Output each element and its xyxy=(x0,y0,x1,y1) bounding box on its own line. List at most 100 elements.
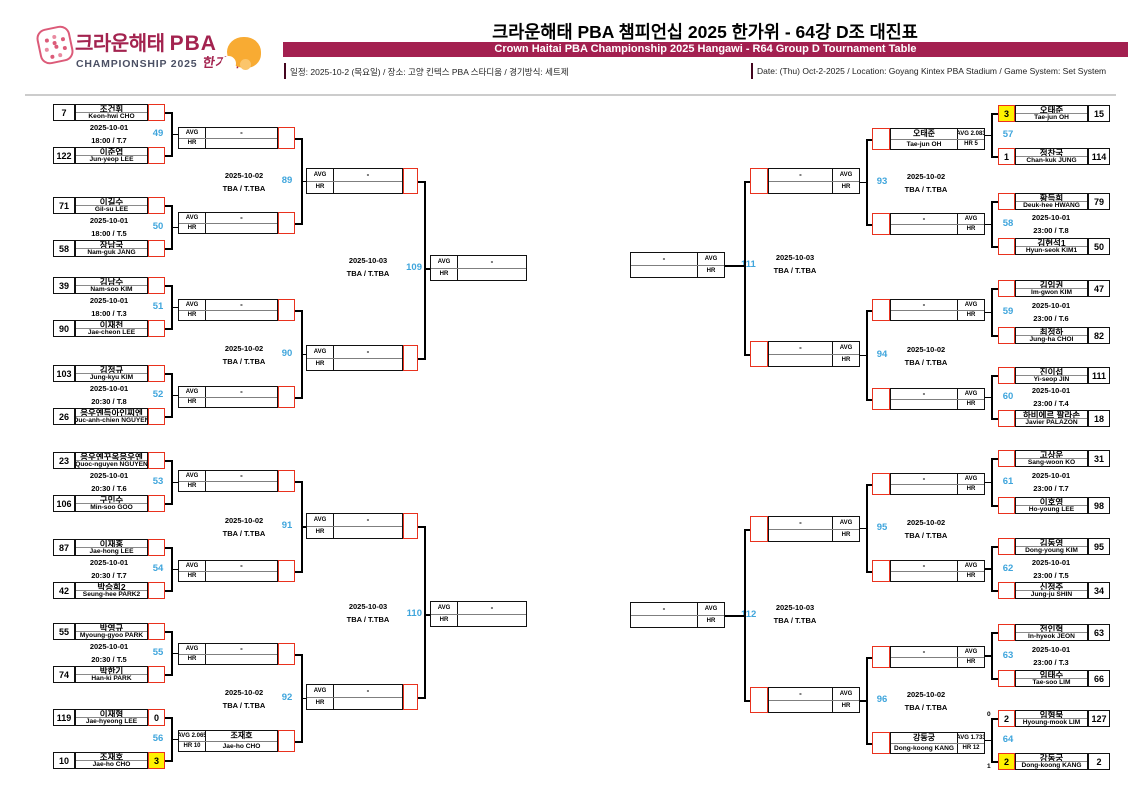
match-61-p1-seed: 31 xyxy=(1088,450,1110,467)
connector-line xyxy=(991,546,993,592)
match-54-p2-name-kr: 박승희2 xyxy=(76,583,147,592)
moon-graphic xyxy=(221,37,261,71)
match-51-p1-score-box xyxy=(148,277,165,294)
connector-line xyxy=(165,205,171,207)
match-95-slot2-l1-label: AVG xyxy=(957,561,984,571)
match-64-p1-name-kr: 임형묵 xyxy=(1016,711,1087,720)
match-109-slot2-v1: - xyxy=(366,347,370,357)
match-92-slot1-row: AVG- xyxy=(179,644,277,655)
match-112-slot1-v1: - xyxy=(799,518,802,528)
connector-line xyxy=(985,655,991,657)
match-110-slot1-v2 xyxy=(334,527,402,539)
match-62-p1-name-en: Dong-young KIM xyxy=(1025,547,1078,554)
match-50-p2-name-en: Nam-guk JANG xyxy=(87,249,136,256)
match-110-slot2-v2 xyxy=(334,698,402,710)
match-92-slot1-v1: - xyxy=(240,644,243,654)
match-93-slot2-row: HR xyxy=(891,224,984,234)
match-54-time: 20:30 / T.7 xyxy=(91,571,127,580)
match-90-slot2-v1: - xyxy=(240,387,243,397)
match-50-time: 18:00 / T.5 xyxy=(91,229,127,238)
match-58-p1-score-box xyxy=(998,193,1015,210)
match-89-slot1-score-box xyxy=(278,127,295,149)
connector-line xyxy=(171,285,173,330)
connector-line xyxy=(295,138,301,140)
connector-line xyxy=(985,481,991,483)
match-92-slot2-l2-label: HR 10 xyxy=(179,741,206,751)
connector-line xyxy=(171,460,173,505)
match-50-date: 2025-10-01 xyxy=(89,216,129,225)
match-96-slot1-row: -AVG xyxy=(891,647,984,658)
match-55-time: 20:30 / T.5 xyxy=(91,655,127,664)
connector-line xyxy=(991,718,993,763)
match-111-result-v1: - xyxy=(662,254,666,264)
match-64-p2-score-box: 2 xyxy=(998,753,1015,770)
match-90-slot1-v2 xyxy=(206,311,277,321)
match-109-slot2-row: HR xyxy=(307,358,402,370)
match-59-p2-name-en: Jung-ha CHOI xyxy=(1029,336,1074,343)
match-62-p1-seed: 95 xyxy=(1088,538,1110,555)
match-90-slot2-l1-label: AVG xyxy=(179,387,206,397)
connector-line xyxy=(866,657,872,659)
match-50-p2-score-box xyxy=(148,240,165,257)
match-63-p1-score-box xyxy=(998,624,1015,641)
match-90-slot1-row: AVG- xyxy=(179,300,277,311)
match-62-p2-score-box xyxy=(998,582,1015,599)
match-52-p2-name-en: Duc-anh-chien NGUYEN xyxy=(76,417,147,424)
connector-line xyxy=(992,246,998,248)
connector-line xyxy=(866,139,868,226)
match-50-p1-score-box xyxy=(148,197,165,214)
connector-line xyxy=(992,375,998,377)
match-61-p1-name-en: Sang-woon KO xyxy=(1027,459,1076,466)
match-111-date: 2025-10-03 xyxy=(775,253,815,262)
match-89-slot1-l1-label: AVG xyxy=(179,128,206,138)
match-110-time: TBA / T.TBA xyxy=(346,615,390,624)
connector-line xyxy=(866,310,872,312)
match-54-p2-name-en: Seung-hee PARK2 xyxy=(82,591,141,598)
match-109-slot1-v2 xyxy=(334,182,402,194)
match-109-number: 109 xyxy=(406,262,422,273)
connector-line xyxy=(991,201,993,248)
match-59-number: 59 xyxy=(1002,306,1014,317)
match-53-p2-score-box xyxy=(148,495,165,512)
match-96-slot1-v1: - xyxy=(922,647,926,657)
logo-brand: 크라운해태 PBA xyxy=(75,27,217,56)
connector-line xyxy=(171,205,173,250)
divider xyxy=(751,63,753,79)
connector-line xyxy=(171,373,173,418)
match-91-slot2-score-box xyxy=(278,560,295,582)
match-94-slot1-score-box xyxy=(872,299,890,321)
match-51-p1-seed: 39 xyxy=(53,277,75,294)
match-55-p2-name-en: Han-ki PARK xyxy=(91,675,132,682)
match-90-slot2-l2-label: HR xyxy=(179,397,206,407)
match-110-date: 2025-10-03 xyxy=(348,602,388,611)
match-92-slot2-v1: 조재호 xyxy=(230,731,253,741)
match-93-slot1-v2: Tae-jun OH xyxy=(906,140,942,148)
connector-line xyxy=(744,529,750,531)
match-58-p2-name-kr: 김현석1 xyxy=(1016,239,1087,248)
match-49-p2-seed: 122 xyxy=(53,147,75,164)
match-110-slot2-l1-label: AVG xyxy=(307,685,334,697)
match-95-date: 2025-10-02 xyxy=(906,517,946,527)
divider xyxy=(25,94,1116,96)
match-94-slot2-row: -AVG xyxy=(891,389,984,400)
match-109-result-v2 xyxy=(458,269,526,281)
match-110-slot2-score-box xyxy=(403,684,418,710)
match-89-slot1: AVG-HR xyxy=(178,127,278,149)
match-90-slot2-row: HR xyxy=(179,397,277,407)
connector-line xyxy=(165,285,171,287)
match-94-slot2-l2-label: HR xyxy=(957,399,984,409)
match-93-slot1-l1-label: AVG 2.083 xyxy=(957,129,984,139)
match-89-slot1-v1: - xyxy=(240,128,243,138)
page-title: 크라운해태 PBA 챔피언십 2025 한가위 - 64강 D조 대진표 xyxy=(492,22,918,42)
match-49-p1-score-box xyxy=(148,104,165,121)
match-112-result-v2 xyxy=(631,616,697,628)
match-59-p1-name-en: Im-gwon KIM xyxy=(1030,289,1073,296)
